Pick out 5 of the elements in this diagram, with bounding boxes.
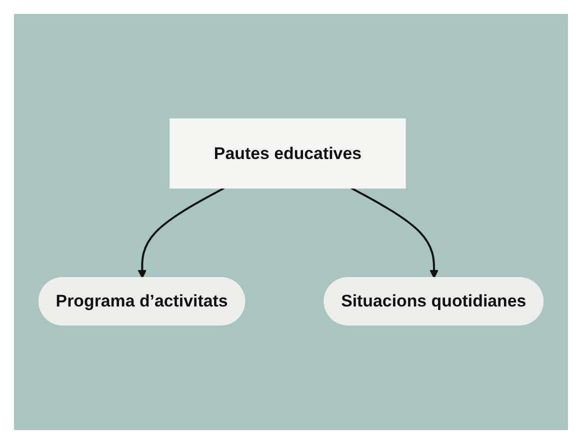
- oval-node: Situacions quotidianes: [324, 277, 544, 326]
- oval-node: Programa d’activitats: [38, 277, 246, 326]
- arrow: [350, 187, 438, 279]
- process-box: Pautes educatives: [170, 118, 406, 189]
- arrow: [138, 187, 225, 279]
